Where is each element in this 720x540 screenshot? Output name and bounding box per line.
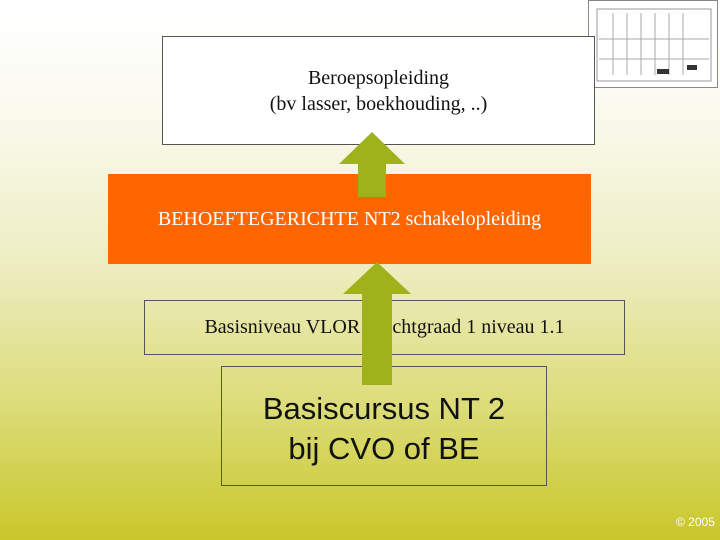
thumbnail-image xyxy=(589,1,717,87)
bridging-course-label: BEHOEFTEGERICHTE NT2 schakelopleiding xyxy=(158,208,541,230)
up-arrow-upper xyxy=(338,132,406,198)
career-training-box: Beroepsopleiding (bv lasser, boekhouding… xyxy=(162,36,595,145)
career-training-examples: (bv lasser, boekhouding, ..) xyxy=(163,91,594,117)
up-arrow-lower xyxy=(342,262,412,386)
career-training-title: Beroepsopleiding xyxy=(163,65,594,91)
basic-course-provider: bij CVO of BE xyxy=(222,429,546,469)
copyright-text: © 2005 xyxy=(676,512,715,532)
basic-course-title: Basiscursus NT 2 xyxy=(222,389,546,429)
slide-thumbnail xyxy=(588,0,718,88)
